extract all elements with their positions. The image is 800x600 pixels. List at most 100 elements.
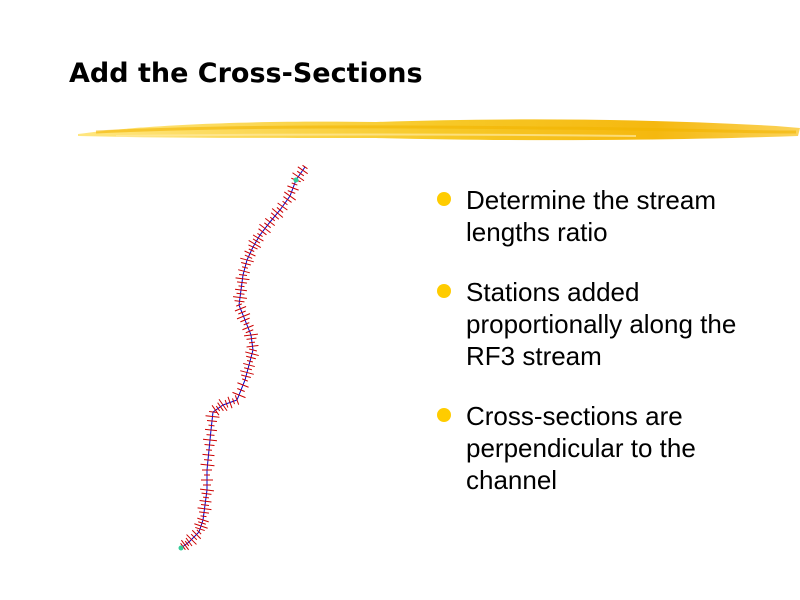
cross-section-line: [276, 207, 284, 213]
cross-section-line: [208, 411, 218, 413]
cross-section-line: [242, 378, 248, 382]
cross-section-line: [246, 359, 254, 363]
cross-section-line: [205, 415, 220, 418]
cross-section-line: [264, 222, 271, 229]
cross-section-line: [243, 362, 255, 368]
cross-section-line: [252, 238, 261, 244]
cross-section-line: [235, 277, 250, 281]
bullet-dot-icon: [437, 192, 451, 206]
cross-section-line: [215, 405, 221, 412]
cross-section-line: [198, 511, 210, 514]
cross-section-line: [198, 521, 206, 525]
cross-section-line: [269, 216, 276, 222]
cross-section-line: [195, 526, 205, 532]
cross-section-line: [248, 341, 256, 344]
stream-endpoint-marker: [293, 177, 299, 183]
cross-section-line: [270, 212, 280, 220]
cross-section-line: [245, 351, 259, 357]
cross-section-line: [258, 228, 267, 236]
cross-section-line: [277, 202, 288, 211]
cross-section-line: [297, 166, 308, 175]
cross-section-line: [200, 463, 215, 467]
cross-section-line: [283, 196, 292, 203]
cross-section-line: [201, 492, 212, 495]
cross-section-line: [241, 261, 251, 266]
cross-section-line: [237, 388, 245, 392]
cross-section-line: [244, 250, 256, 257]
cross-section-line: [202, 438, 218, 442]
cross-section-line: [238, 285, 245, 288]
bullet-item: Determine the stream lengths ratio: [436, 184, 776, 248]
cross-section-line: [184, 540, 190, 547]
cross-section-line: [244, 254, 253, 259]
cross-section-line: [236, 303, 242, 307]
cross-section-line: [237, 382, 249, 388]
cross-section-line: [245, 329, 254, 334]
cross-section-line: [208, 424, 215, 427]
cross-section-line: [206, 434, 215, 436]
cross-section-line: [206, 419, 218, 423]
cross-section-line: [292, 172, 305, 182]
cross-section-line: [190, 533, 198, 541]
cross-section-line: [227, 396, 233, 409]
bullet-dot-icon: [437, 408, 451, 422]
cross-section-line: [296, 170, 305, 177]
cross-section-line: [287, 185, 299, 191]
cross-section-line: [181, 539, 189, 551]
cross-section-line: [242, 324, 254, 331]
cross-section-line: [232, 391, 246, 399]
bullet-item: Cross-sections are perpendicular to the …: [436, 400, 776, 496]
cross-section-line: [232, 296, 248, 299]
cross-section-line: [236, 292, 245, 295]
cross-section-line: [203, 459, 213, 461]
cross-section-line: [241, 266, 249, 269]
cross-section-line: [287, 190, 296, 194]
cross-section-line: [252, 234, 264, 242]
cross-section-line: [234, 288, 248, 292]
cross-section-line: [234, 395, 240, 405]
bullet-dot-icon: [437, 284, 451, 298]
stream-centerline: [180, 166, 306, 549]
cross-section-line: [204, 444, 215, 446]
cross-section-line: [246, 337, 257, 340]
bullet-list: Determine the stream lengths ratio Stati…: [436, 184, 776, 524]
cross-section-line: [197, 507, 212, 511]
cross-section-line: [224, 399, 229, 408]
bullet-text: Stations added proportionally along the …: [466, 277, 737, 371]
cross-section-line: [200, 515, 207, 518]
cross-section-line: [204, 428, 218, 432]
cross-section-line: [257, 233, 263, 237]
cross-section-line: [236, 313, 251, 320]
cross-section-line: [291, 182, 298, 186]
cross-section-line: [197, 517, 209, 523]
bullet-text: Cross-sections are perpendicular to the …: [466, 401, 696, 495]
stream-cross-section-map: [178, 164, 308, 551]
cross-section-line: [205, 449, 213, 451]
cross-section-line: [246, 344, 259, 348]
cross-section-line: [282, 200, 288, 206]
cross-section-line: [264, 217, 276, 227]
cross-section-line: [202, 453, 215, 457]
cross-section-line: [240, 257, 254, 263]
stream-endpoint-marker: [178, 545, 184, 551]
slide-title: Add the Cross-Sections: [69, 58, 423, 89]
cross-section-line: [240, 370, 254, 375]
cross-section-line: [241, 374, 251, 379]
bullet-text: Determine the stream lengths ratio: [466, 185, 716, 247]
cross-section-line: [218, 398, 228, 412]
cross-section-line: [234, 300, 245, 303]
cross-section-line: [243, 322, 250, 326]
cross-section-line: [202, 496, 210, 499]
cross-section-line: [194, 523, 208, 529]
cross-section-line: [232, 398, 235, 405]
cross-section-line: [196, 529, 202, 535]
cross-section-line: [200, 503, 210, 507]
cross-section-line: [259, 223, 271, 234]
cross-section-line: [244, 367, 252, 371]
cross-section-line: [234, 306, 247, 312]
cross-section-line: [248, 244, 258, 250]
cross-section-line: [199, 488, 215, 492]
cross-section-line: [248, 248, 255, 252]
cross-section-line: [191, 529, 202, 540]
bullet-item: Stations added proportionally along the …: [436, 276, 776, 372]
